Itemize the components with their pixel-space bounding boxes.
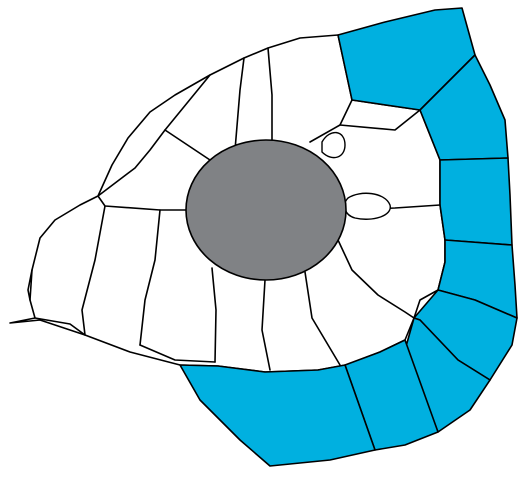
outer-blue-cell-3	[440, 158, 512, 245]
cell-wall	[235, 58, 244, 150]
cell-wall	[140, 210, 160, 345]
cell-wall	[305, 272, 340, 365]
cell-wall	[82, 206, 105, 335]
cell-wall	[262, 280, 270, 370]
central-nucleus	[186, 140, 346, 280]
cell-wall	[338, 240, 414, 318]
cell-wall	[268, 48, 272, 145]
cell-wall	[98, 196, 188, 210]
cell-wall	[212, 268, 216, 362]
small-organelle-right	[345, 193, 391, 219]
cell-wall	[140, 345, 215, 362]
outer-blue-cell-8	[180, 365, 375, 466]
small-organelle-top	[322, 133, 345, 158]
cell-wall	[98, 130, 165, 196]
cell-wall	[340, 110, 420, 130]
